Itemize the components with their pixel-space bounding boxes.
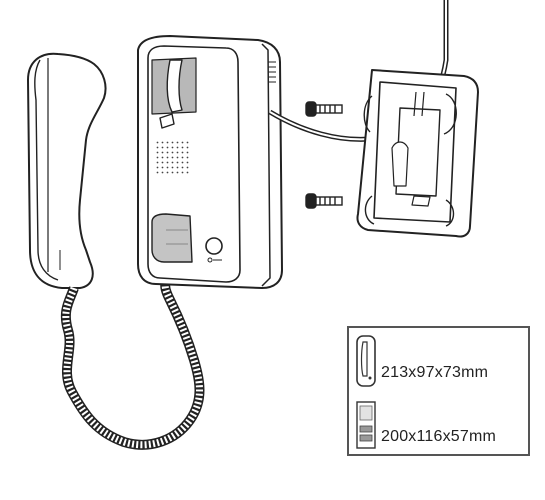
door-panel-icon <box>356 401 376 449</box>
intercom-unit <box>137 35 283 289</box>
handset <box>27 52 107 289</box>
screw-bottom <box>305 193 343 209</box>
handset-unit-icon <box>356 335 376 387</box>
spec-dimension-door-panel: 200x116x57mm <box>381 428 497 445</box>
wall-bracket <box>356 69 479 238</box>
screw-top <box>305 101 343 117</box>
coiled-cord <box>60 279 205 450</box>
spec-box: 213x97x73mm 200x116x57mm <box>347 326 530 456</box>
spec-row-handset: 213x97x73mm <box>349 330 528 390</box>
spec-row-door-panel: 200x116x57mm <box>349 394 528 454</box>
spec-dimension-handset: 213x97x73mm <box>381 364 489 381</box>
